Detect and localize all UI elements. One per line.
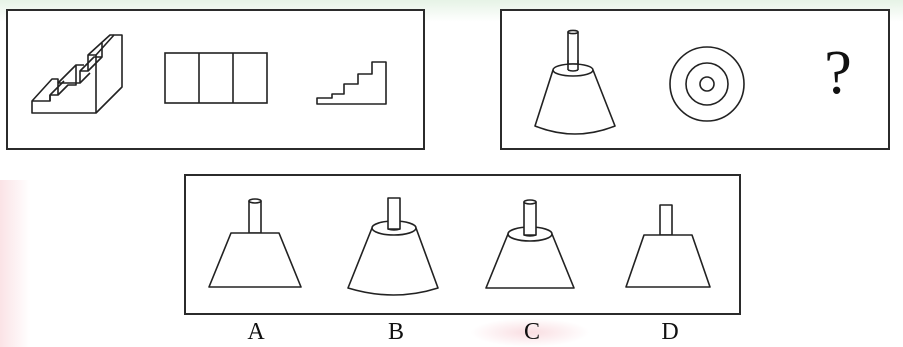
unknown-view-question-mark: ? — [824, 39, 852, 107]
option-a-figure[interactable] — [205, 197, 305, 289]
left-tint-band — [0, 180, 30, 347]
option-c-label[interactable]: C — [523, 319, 540, 345]
option-c-figure[interactable] — [482, 196, 578, 292]
option-d-figure[interactable] — [622, 203, 714, 291]
stepped-block-figure — [28, 33, 128, 123]
side-view-steps-figure — [316, 60, 388, 106]
option-b-figure[interactable] — [344, 196, 444, 298]
option-d-label[interactable]: D — [661, 319, 679, 345]
frustum-with-peg-figure — [531, 29, 619, 138]
option-b-label[interactable]: B — [387, 319, 404, 345]
bottom-tint-blot — [470, 318, 590, 347]
front-view-figure — [164, 52, 268, 104]
option-a-label[interactable]: A — [247, 319, 265, 345]
top-view-circles-figure — [667, 45, 747, 123]
